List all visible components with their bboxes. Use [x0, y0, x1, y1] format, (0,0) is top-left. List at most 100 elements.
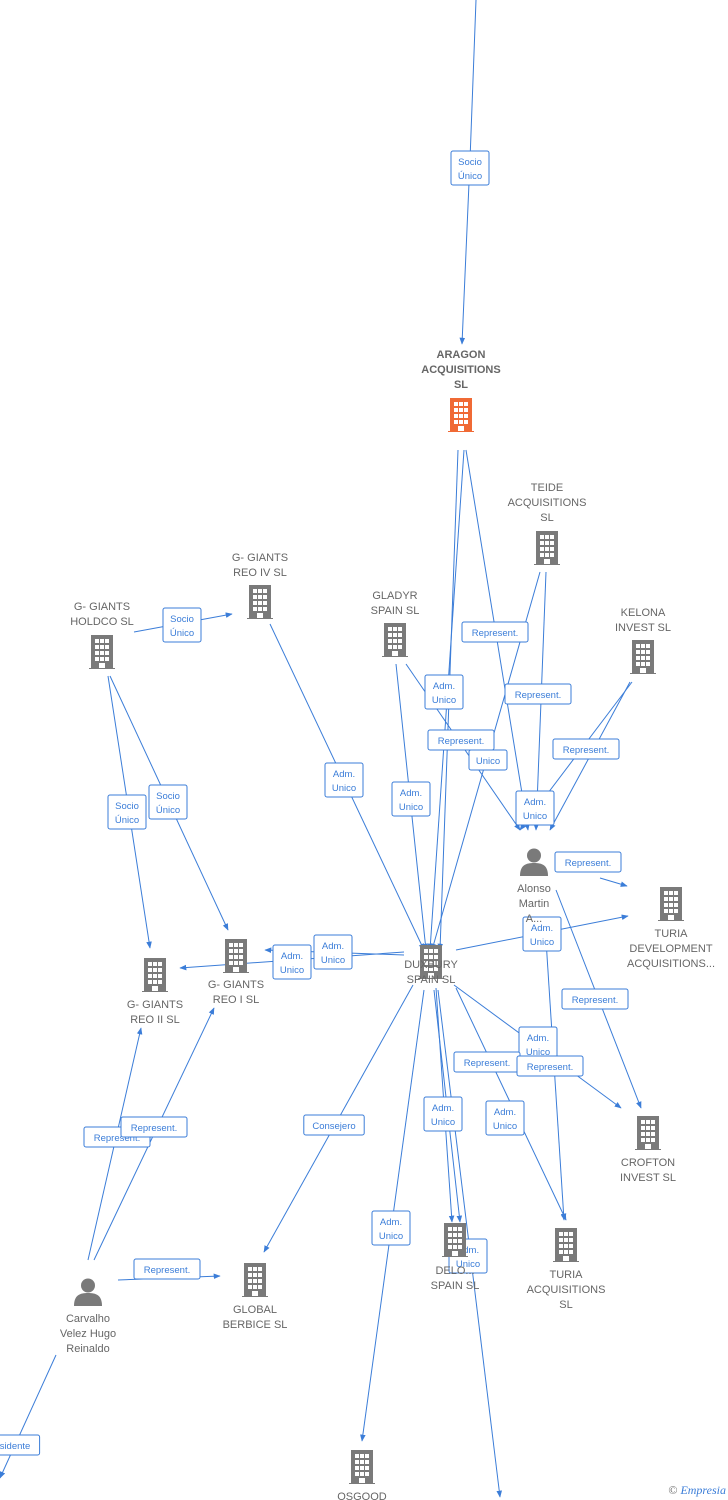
relation-label-text: Unico: [332, 783, 356, 794]
relation-label-text: Consejero: [312, 1121, 355, 1132]
relation-label[interactable]: Adm.Unico: [423, 1096, 463, 1132]
relation-label[interactable]: Adm. Unico: [313, 934, 353, 970]
brand-logo-text: Empresia: [680, 1483, 726, 1497]
node-osgood[interactable]: OSGOOD: [337, 1450, 387, 1500]
relation-label[interactable]: Represent.: [453, 1051, 521, 1073]
relation-label-text: Socio: [458, 157, 482, 168]
node-layer: ARAGONACQUISITIONSSLTEIDEACQUISITIONSSLK…: [60, 349, 715, 1500]
relation-label-text: Unico: [280, 965, 304, 976]
relation-label[interactable]: Adm. Unico: [272, 944, 312, 980]
relation-label[interactable]: Represent.: [461, 621, 529, 643]
node-label: TURIA: [655, 928, 689, 940]
relation-label[interactable]: Represent.: [427, 729, 495, 751]
relation-label-text: Represent.: [527, 1062, 573, 1073]
copyright-symbol: ©: [668, 1483, 678, 1497]
relation-label[interactable]: Represent.: [120, 1116, 188, 1138]
node-turia-dev[interactable]: TURIADEVELOPMENTACQUISITIONS...: [627, 887, 715, 970]
node-delorme[interactable]: DELO...SPAIN SL: [431, 1223, 480, 1292]
relation-label-text: Único: [115, 815, 139, 826]
relation-label[interactable]: Adm.Unico: [515, 790, 555, 826]
relation-label[interactable]: Adm.Unico: [391, 781, 431, 817]
node-label: Reinaldo: [66, 1343, 109, 1355]
node-label: DUXBURY: [404, 959, 458, 971]
node-label: ARAGON: [437, 349, 486, 361]
relation-label[interactable]: Represent.: [504, 683, 572, 705]
node-label: KELONA: [621, 607, 666, 619]
relation-label-text: Adm.: [432, 1103, 454, 1114]
relation-label[interactable]: Represent.: [554, 851, 622, 873]
relation-label[interactable]: Represent.: [552, 738, 620, 760]
relation-label-text: Represent.: [464, 1058, 510, 1069]
relation-label[interactable]: sidente: [0, 1434, 41, 1456]
node-label: OSGOOD: [337, 1491, 387, 1500]
relation-label[interactable]: Adm. Unico: [371, 1210, 411, 1246]
relation-label[interactable]: Represent.: [516, 1055, 584, 1077]
relation-label[interactable]: Represent.: [133, 1258, 201, 1280]
relation-label[interactable]: Unico: [468, 749, 508, 771]
node-label: SL: [540, 512, 553, 524]
node-label: ACQUISITIONS: [421, 364, 500, 376]
building-icon: [382, 623, 408, 657]
relation-label-text: Represent.: [438, 736, 484, 747]
node-label: Carvalho: [66, 1313, 110, 1325]
relation-label[interactable]: Adm.Unico: [324, 762, 364, 798]
empresia-watermark: © Empresia: [668, 1483, 726, 1498]
relation-label-text: Único: [170, 628, 194, 639]
relation-label[interactable]: Represent.: [561, 988, 629, 1010]
building-icon: [442, 1223, 468, 1257]
node-label: DEVELOPMENT: [629, 943, 712, 955]
relation-label-text: Unico: [530, 937, 554, 948]
node-label: Alonso: [517, 883, 551, 895]
relation-label[interactable]: Adm.Unico: [424, 674, 464, 710]
relation-label-text: Adm.: [531, 923, 553, 934]
node-label: Martin: [519, 898, 550, 910]
relation-label[interactable]: Adm.Unico: [485, 1100, 525, 1136]
node-label: GLOBAL: [233, 1304, 277, 1316]
node-giants-holdco[interactable]: G- GIANTS HOLDCO SL: [70, 601, 134, 670]
node-label: G- GIANTS: [74, 601, 130, 613]
node-label: G- GIANTS: [127, 999, 183, 1011]
edge-layer: [0, 0, 642, 1498]
relation-label-text: Represent.: [144, 1265, 190, 1276]
relation-label-text: Unico: [476, 756, 500, 767]
relation-label-text: Adm.: [281, 951, 303, 962]
relation-label[interactable]: Adm. Unico: [522, 916, 562, 952]
relation-label-text: Adm.: [494, 1107, 516, 1118]
relation-label-text: Socio: [156, 791, 180, 802]
node-label: HOLDCO SL: [70, 616, 134, 628]
building-icon: [223, 939, 249, 973]
relation-label-text: sidente: [0, 1441, 30, 1452]
relation-label-text: Represent.: [563, 745, 609, 756]
person-icon: [520, 848, 548, 876]
relation-label-text: Unico: [399, 802, 423, 813]
relation-label-text: Unico: [379, 1231, 403, 1242]
relation-label-text: Unico: [321, 955, 345, 966]
node-alonso[interactable]: AlonsoMartinA...: [517, 848, 551, 926]
node-label: A...: [526, 913, 543, 925]
relation-label[interactable]: Consejero: [303, 1114, 365, 1136]
relation-label-text: Adm.: [322, 941, 344, 952]
node-label: ACQUISITIONS: [508, 497, 587, 509]
relation-label-text: Adm.: [380, 1217, 402, 1228]
relation-label-text: Represent.: [572, 995, 618, 1006]
node-label: SPAIN SL: [431, 1280, 480, 1292]
building-icon: [553, 1228, 579, 1262]
building-icon: [635, 1116, 661, 1150]
